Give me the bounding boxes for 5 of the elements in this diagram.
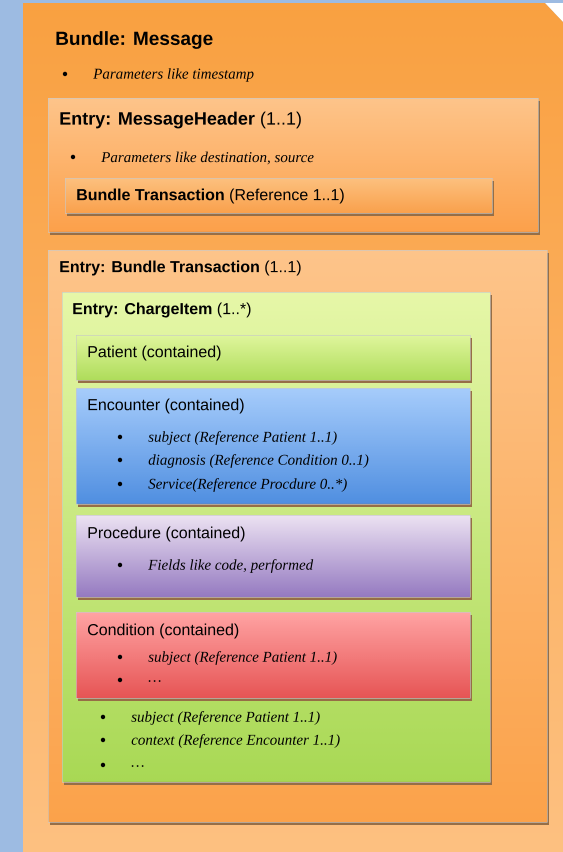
resource-box: Condition (contained) subject (Reference Patient 1..1) … <box>76 612 472 701</box>
resource-box: Patient (contained) <box>76 335 472 383</box>
resource-box: Procedure (contained) Fields like code, performed <box>76 515 472 600</box>
reference-box: Bundle Transaction (Reference 1..1) <box>65 178 494 216</box>
resource-box: Encounter (contained) subject (Reference Patient 1..1) diagnosis (Reference Condition 0..1) Service(Reference Procdure 0..*) <box>76 388 472 507</box>
